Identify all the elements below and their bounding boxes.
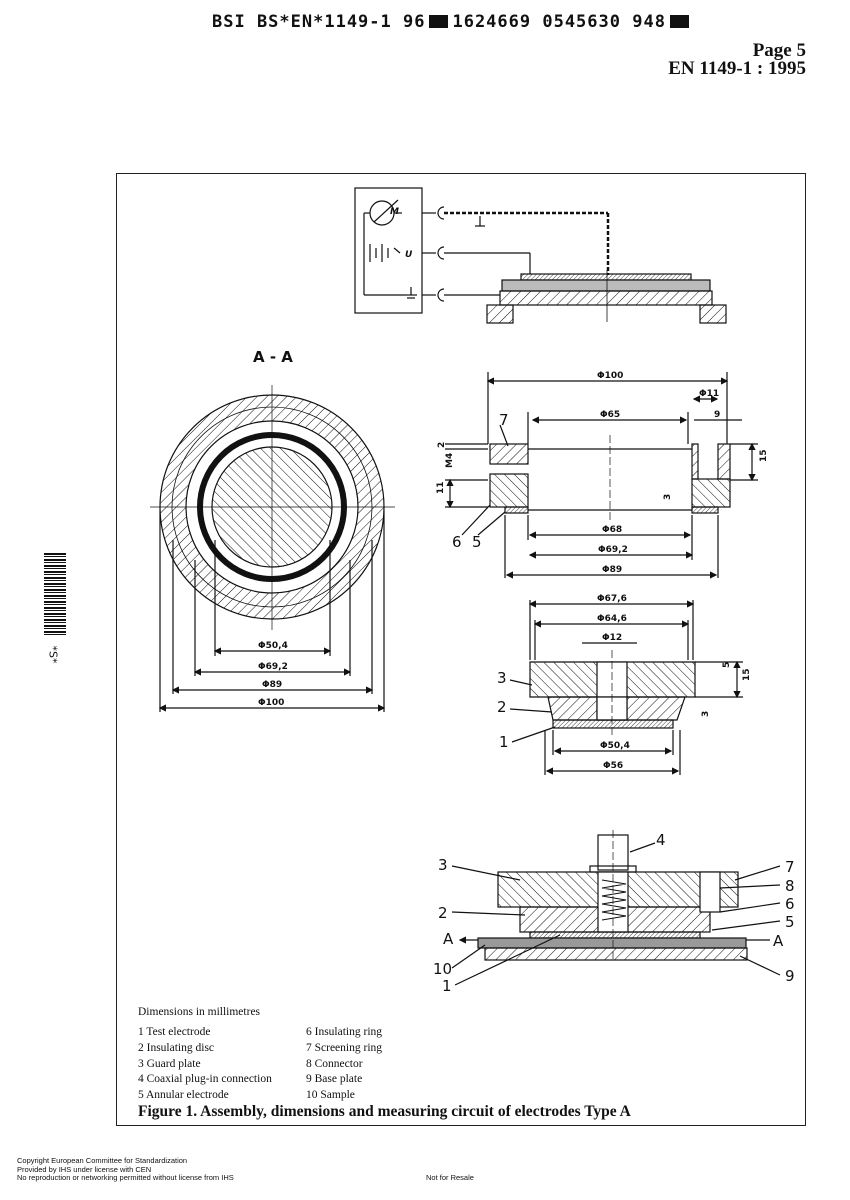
part-label: 3 [438, 856, 448, 874]
barcode [44, 553, 66, 637]
legend-column-1: 1 Test electrode 2 Insulating disc 3 Gua… [138, 1025, 272, 1104]
electrode-section-view [509, 600, 743, 775]
part-label: 6 [785, 895, 795, 913]
section-aa-view [150, 385, 395, 712]
legend-item: 2 Insulating disc [138, 1041, 215, 1054]
legend-item: 1 Test electrode [138, 1026, 211, 1038]
figure-caption: Figure 1. Assembly, dimensions and measu… [138, 1103, 631, 1120]
section-title: A - A [253, 348, 293, 366]
dim-label: Φ50,4 [258, 641, 288, 651]
part-label: 4 [656, 831, 666, 849]
figure-frame [116, 173, 806, 1126]
legend-item: 5 Annular electrode [138, 1089, 229, 1102]
dim-label: Φ89 [602, 565, 622, 575]
assembly-view [451, 830, 781, 986]
dim-label: 3 [701, 711, 711, 717]
ring-section-view [445, 372, 758, 579]
part-label: 1 [442, 977, 452, 995]
part-label: 10 [433, 960, 452, 978]
legend-column-2: 6 Insulating ring 7 Screening ring 8 Con… [306, 1025, 382, 1104]
dim-label: 15 [759, 449, 769, 462]
dim-label: 11 [436, 481, 446, 494]
figure-legend: Dimensions in millimetres 1 Test electro… [138, 1005, 382, 1101]
dim-label: Φ68 [602, 525, 622, 535]
dim-label: Φ12 [602, 633, 622, 643]
legend-item: 8 Connector [306, 1057, 363, 1070]
legend-item: 10 Sample [306, 1089, 355, 1102]
legend-item: 6 Insulating ring [306, 1026, 383, 1038]
dim-label: 15 [742, 668, 752, 681]
measuring-circuit [354, 187, 727, 324]
meter-label: M [390, 207, 399, 217]
dim-label: Φ89 [262, 680, 282, 690]
part-label: 7 [499, 411, 509, 429]
standard-id: EN 1149-1 : 1995 [668, 58, 806, 79]
part-label: 9 [785, 967, 795, 985]
dim-label: Φ11 [699, 389, 719, 399]
dim-label: Φ69,2 [598, 545, 628, 555]
dim-label: M4 [445, 453, 455, 468]
dim-label: Φ65 [600, 410, 620, 420]
block-mark [429, 15, 449, 28]
block-mark [669, 15, 689, 28]
part-label: 2 [497, 698, 507, 716]
dim-label: Φ69,2 [258, 662, 288, 672]
dim-label: 9 [714, 410, 720, 420]
legend-item: 9 Base plate [306, 1073, 363, 1086]
dim-label: 2 [437, 442, 447, 448]
dim-label: Φ64,6 [597, 614, 627, 624]
part-label: 2 [438, 904, 448, 922]
part-label: 5 [785, 913, 795, 931]
legend-item: 3 Guard plate [138, 1057, 201, 1070]
dim-label: Φ50,4 [600, 741, 630, 751]
dim-label: Φ100 [597, 371, 623, 381]
copyright-footer: Copyright European Committee for Standar… [17, 1156, 234, 1183]
part-label: 8 [785, 877, 795, 895]
footer-line: Provided by IHS under license with CEN [17, 1164, 152, 1174]
part-label: 6 [452, 533, 462, 551]
footer-line: No reproduction or networking permitted … [17, 1173, 234, 1182]
dim-label: Φ100 [258, 698, 284, 708]
footer-line: Copyright European Committee for Standar… [17, 1156, 188, 1165]
part-label: 7 [785, 858, 795, 876]
part-label: 5 [472, 533, 482, 551]
part-label: 1 [499, 733, 509, 751]
page-number: Page 5 [752, 40, 806, 61]
section-marker: A [773, 932, 784, 950]
legend-item: 7 Screening ring [306, 1041, 383, 1054]
dim-label: Φ56 [603, 761, 623, 771]
dim-label: Φ67,6 [597, 594, 627, 604]
voltage-label: U [405, 250, 413, 260]
not-for-resale: Not for Resale [426, 1173, 474, 1182]
section-marker: A [443, 930, 454, 948]
dim-label: 5 [722, 662, 732, 668]
units-note: Dimensions in millimetres [138, 1006, 261, 1018]
legend-item: 4 Coaxial plug-in connection [138, 1073, 272, 1086]
dim-label: 3 [663, 494, 673, 500]
part-label: 3 [497, 669, 507, 687]
